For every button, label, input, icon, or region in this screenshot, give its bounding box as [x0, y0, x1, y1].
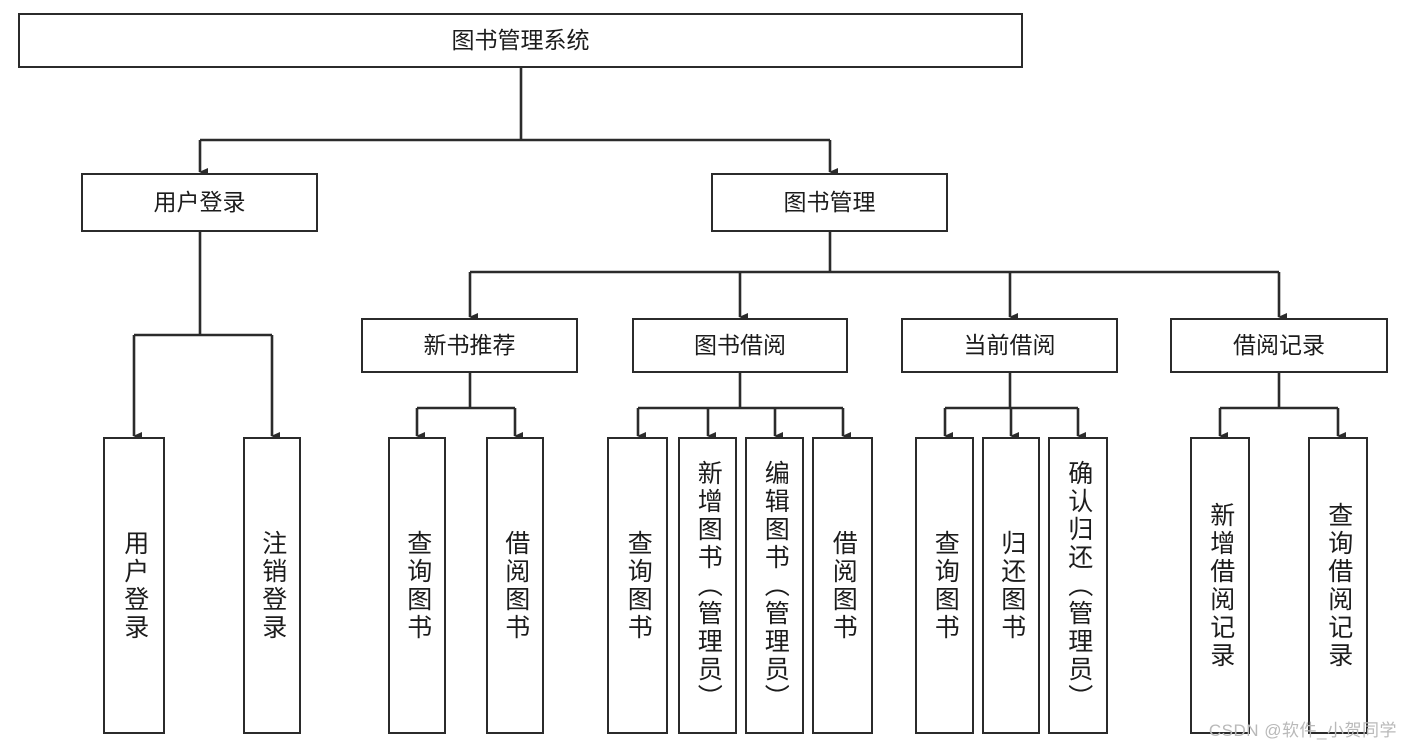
node-label: 新书推荐	[423, 331, 516, 358]
node-book-borrow[interactable]: 图书借阅	[632, 318, 848, 373]
node-leaf-confirm-return-admin[interactable]: 确认归还（管理员）	[1048, 437, 1108, 734]
node-leaf-user-login[interactable]: 用户登录	[103, 437, 165, 734]
node-label: 当前借阅	[963, 331, 1056, 358]
csdn-watermark: CSDN @软件_小贺同学	[1208, 721, 1397, 740]
node-borrow-record[interactable]: 借阅记录	[1170, 318, 1388, 373]
node-label: 图书管理系统	[451, 26, 590, 53]
node-label: 用户登录	[120, 529, 149, 642]
node-book-manage[interactable]: 图书管理	[711, 173, 948, 232]
node-leaf-query-borrow-record[interactable]: 查询借阅记录	[1308, 437, 1368, 734]
node-user-login[interactable]: 用户登录	[81, 173, 318, 232]
node-root[interactable]: 图书管理系统	[18, 13, 1023, 68]
node-new-book-recommend[interactable]: 新书推荐	[361, 318, 578, 373]
node-label: 借阅图书	[501, 529, 530, 642]
node-leaf-add-book-admin[interactable]: 新增图书（管理员）	[678, 437, 737, 734]
node-current-borrow[interactable]: 当前借阅	[901, 318, 1118, 373]
node-label: 查询图书	[624, 529, 653, 642]
node-label: 图书借阅	[694, 331, 786, 358]
node-leaf-borrow-book-1[interactable]: 借阅图书	[486, 437, 544, 734]
node-label: 查询图书	[403, 529, 432, 642]
node-label: 新增借阅记录	[1206, 501, 1235, 670]
node-leaf-query-book-3[interactable]: 查询图书	[915, 437, 974, 734]
node-label: 借阅图书	[829, 529, 858, 642]
node-leaf-query-book-2[interactable]: 查询图书	[607, 437, 668, 734]
node-label: 注销登录	[258, 529, 287, 642]
node-leaf-logout[interactable]: 注销登录	[243, 437, 301, 734]
node-label: 归还图书	[997, 529, 1026, 642]
node-label: 借阅记录	[1233, 331, 1325, 358]
node-leaf-add-borrow-record[interactable]: 新增借阅记录	[1190, 437, 1250, 734]
node-label: 图书管理	[783, 188, 876, 215]
node-label: 查询借阅记录	[1324, 501, 1353, 670]
node-label: 用户登录	[153, 188, 246, 215]
node-label: 新增图书（管理员）	[694, 459, 723, 712]
node-label: 确认归还（管理员）	[1064, 459, 1093, 712]
node-leaf-edit-book-admin[interactable]: 编辑图书（管理员）	[745, 437, 804, 734]
node-leaf-borrow-book-2[interactable]: 借阅图书	[812, 437, 873, 734]
node-leaf-return-book[interactable]: 归还图书	[982, 437, 1040, 734]
node-leaf-query-book-1[interactable]: 查询图书	[388, 437, 446, 734]
node-label: 编辑图书（管理员）	[761, 459, 790, 712]
node-label: 查询图书	[931, 529, 960, 642]
